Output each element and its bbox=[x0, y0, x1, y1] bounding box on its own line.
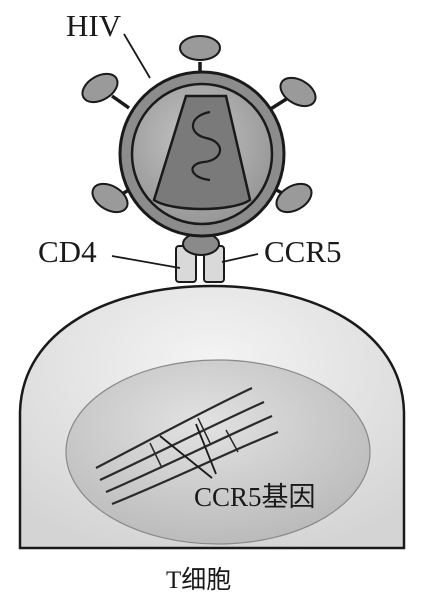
envelope-spike bbox=[180, 36, 220, 60]
hiv-leader-line bbox=[124, 34, 150, 78]
hiv-label: HIV bbox=[66, 8, 122, 43]
t-cell-label: T细胞 bbox=[166, 566, 231, 594]
cd4-label: CD4 bbox=[38, 234, 97, 269]
ccr5-gene-label: CCR5基因 bbox=[194, 482, 316, 512]
nucleus bbox=[66, 360, 370, 544]
hiv-virion bbox=[78, 36, 321, 236]
envelope-spike bbox=[78, 68, 123, 108]
ccr5-label: CCR5 bbox=[264, 234, 342, 269]
envelope-spike bbox=[276, 72, 321, 112]
cd4-leader-line bbox=[112, 256, 180, 268]
ccr5-leader-line bbox=[222, 254, 258, 262]
